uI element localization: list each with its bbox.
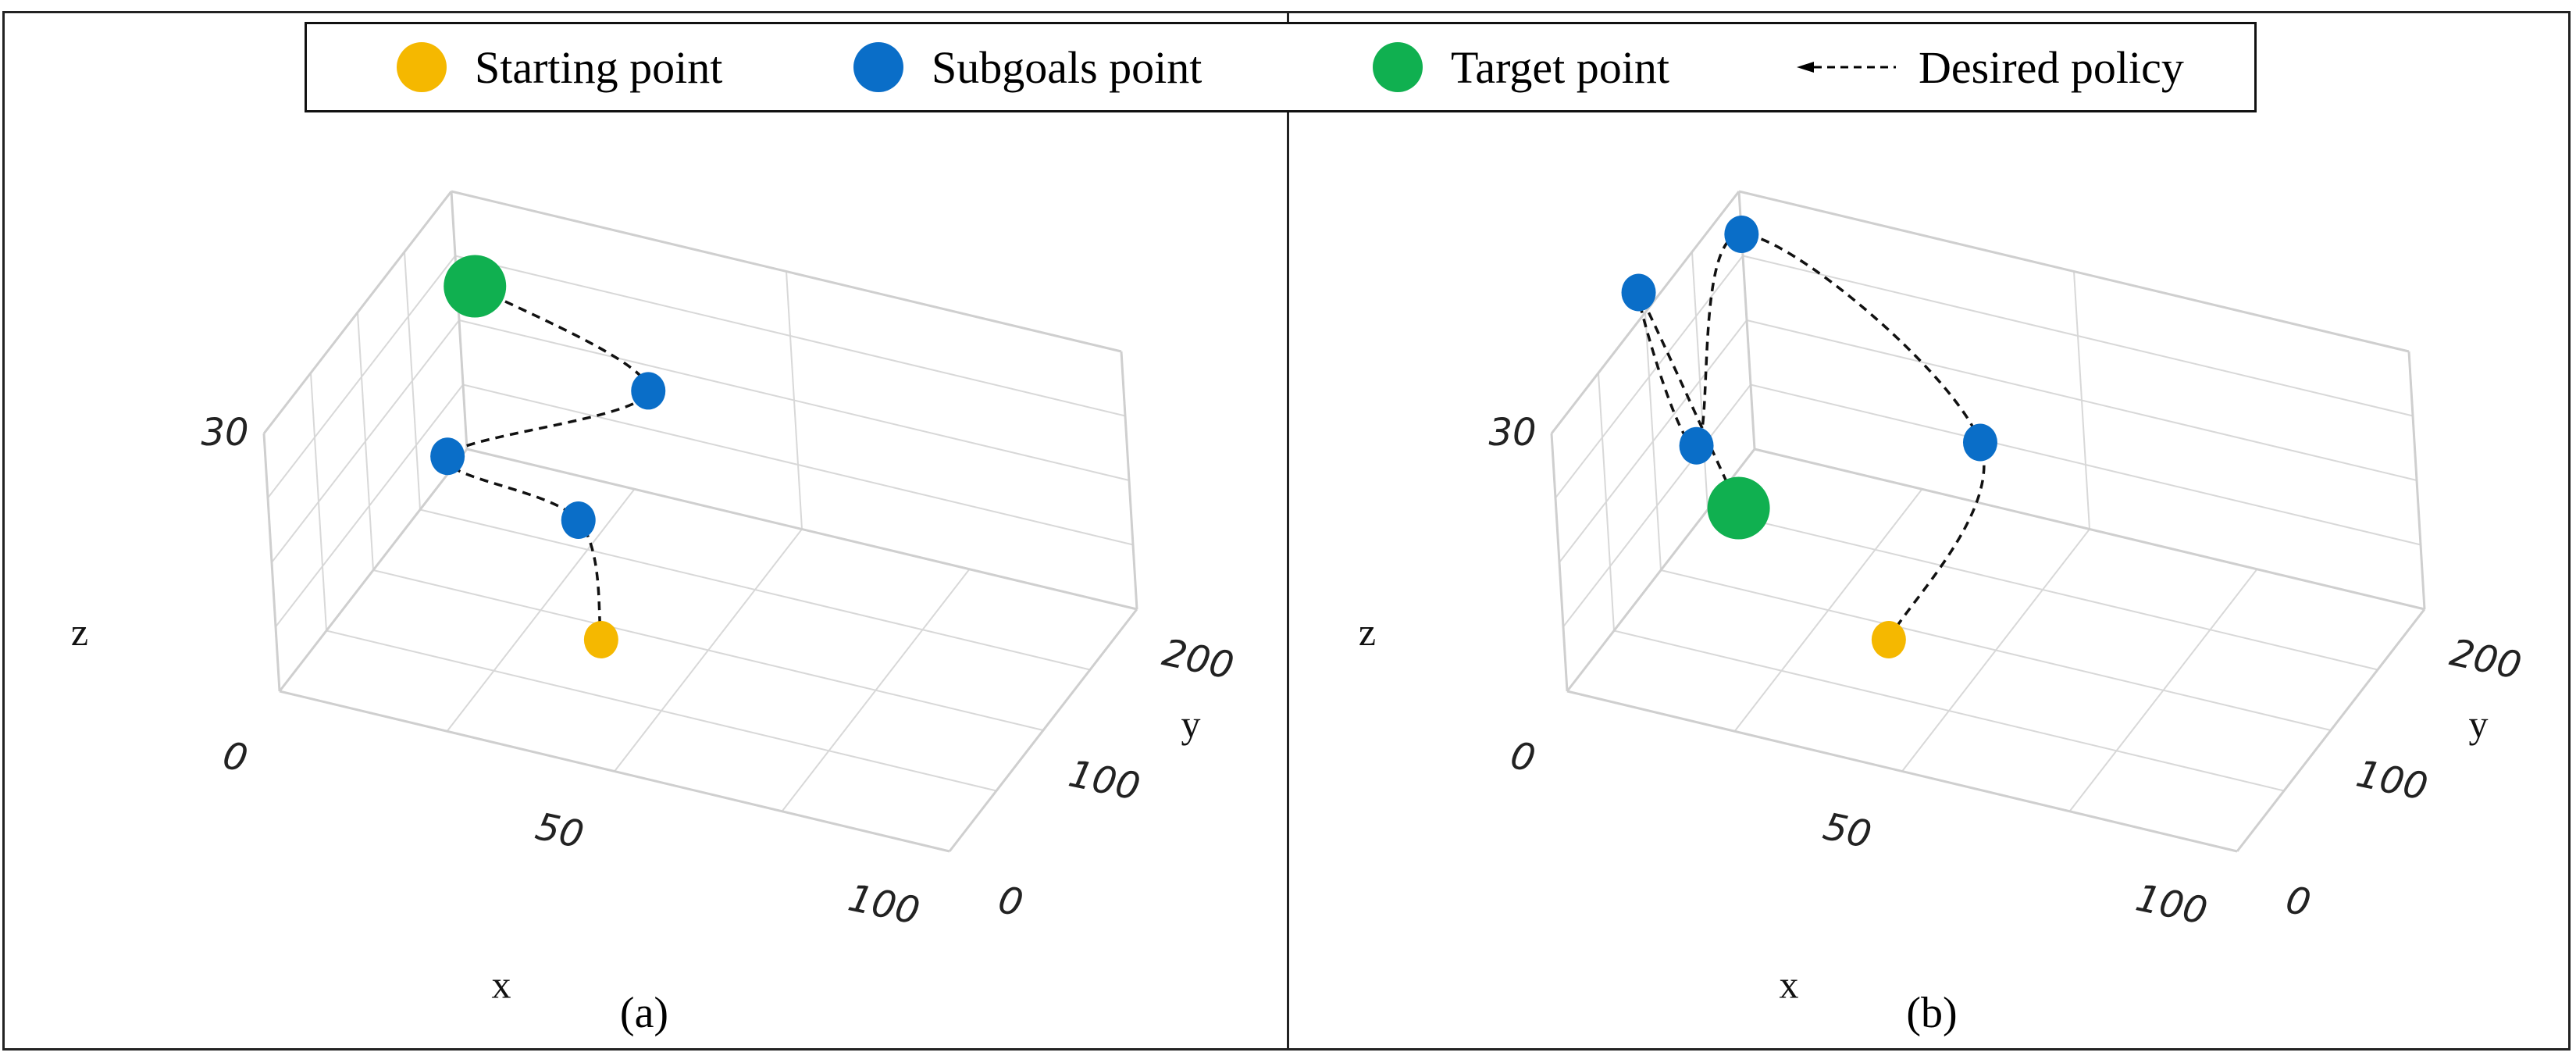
y-axis-label: y — [2469, 702, 2489, 746]
wall-gridline — [275, 383, 464, 628]
subgoal-point-marker — [1962, 423, 1997, 462]
start-point-icon — [397, 42, 447, 92]
z-tick-label: 30 — [1488, 411, 1536, 455]
y-tick-label: 100 — [2353, 751, 2432, 809]
subgoal-point-marker — [1724, 216, 1759, 253]
y-tick-label: 100 — [1065, 751, 1144, 809]
legend-item-subgoal: Subgoals point — [853, 24, 1202, 110]
subgoal-point-marker — [561, 501, 596, 539]
x-tick-label: 50 — [1819, 804, 1875, 857]
y-tick-label: 0 — [995, 878, 1028, 926]
wall-gridline — [1562, 383, 1751, 628]
wall-edge — [450, 191, 469, 450]
figure-frame — [2, 11, 2571, 1051]
wall-edge — [262, 191, 453, 434]
floor-edge — [278, 448, 469, 692]
legend-label-subgoal: Subgoals point — [932, 41, 1202, 93]
subgoal-point-marker — [430, 437, 465, 476]
legend-item-target: Target point — [1373, 24, 1669, 110]
y-axis-line — [948, 608, 1138, 852]
wall-edge — [1738, 190, 2410, 353]
legend-label-start: Starting point — [475, 41, 723, 93]
wall-gridline — [1559, 319, 1748, 563]
x-tick-label: 50 — [532, 804, 587, 857]
subgoal-point-icon — [853, 42, 903, 92]
x-tick-label: 0 — [1507, 733, 1540, 781]
wall-edge — [2407, 351, 2426, 610]
z-axis-label: z — [1359, 610, 1376, 654]
wall-edge — [1550, 191, 1740, 434]
target-point-marker — [444, 255, 507, 318]
y-tick-label: 0 — [2282, 878, 2315, 926]
legend-label-policy: Desired policy — [1919, 41, 2184, 93]
legend: Starting point Subgoals point Target poi… — [305, 22, 2257, 112]
wall-gridline — [267, 255, 456, 499]
panel-b-chart: 0 50 100 0 100 200 30 x y z (b) — [1359, 190, 2525, 1037]
wall-gridline — [462, 383, 1134, 546]
y-axis-line — [2236, 608, 2426, 852]
wall-gridline — [458, 319, 1130, 481]
target-point-marker — [1707, 476, 1770, 540]
legend-label-target: Target point — [1451, 41, 1669, 93]
axes-grid — [1550, 190, 2426, 853]
floor-gridline — [1707, 508, 2378, 671]
wall-gridline — [454, 255, 1126, 417]
axes-grid — [262, 190, 1138, 853]
x-axis-label: x — [1780, 963, 1799, 1007]
floor-edge — [466, 448, 1138, 611]
dashed-arrow-icon — [1797, 62, 1896, 73]
legend-item-policy: Desired policy — [1790, 24, 2184, 110]
x-tick-label: 100 — [844, 876, 923, 933]
y-tick-label: 200 — [1159, 630, 1238, 688]
z-axis-line — [1550, 433, 1569, 692]
legend-item-start: Starting point — [397, 24, 722, 110]
x-tick-label: 100 — [2132, 876, 2211, 933]
wall-gridline — [1746, 319, 2417, 481]
panel-divider — [1287, 11, 1289, 1051]
wall-gridline — [1750, 383, 2421, 546]
x-axis-line — [279, 690, 950, 853]
starting-point-marker — [1871, 621, 1906, 658]
z-axis-line — [262, 433, 281, 692]
x-axis-line — [1566, 690, 2238, 853]
floor-gridline — [1613, 630, 2285, 792]
subgoal-point-marker — [631, 372, 666, 410]
floor-gridline — [372, 569, 1044, 731]
wall-gridline — [271, 319, 460, 563]
y-tick-label: 200 — [2446, 630, 2525, 688]
subgoal-point-marker — [1621, 273, 1656, 312]
floor-gridline — [326, 630, 997, 792]
y-axis-label: y — [1181, 702, 1201, 746]
wall-gridline — [1555, 255, 1744, 499]
x-tick-label: 0 — [219, 733, 252, 781]
z-axis-label: z — [71, 610, 88, 654]
panel-caption: (a) — [620, 989, 668, 1037]
target-point-icon — [1373, 42, 1423, 92]
wall-edge — [451, 190, 1122, 353]
subgoal-point-marker — [1679, 426, 1714, 465]
x-axis-label: x — [492, 963, 511, 1007]
floor-gridline — [1660, 569, 2332, 731]
floor-gridline — [419, 508, 1091, 671]
policy-path — [445, 285, 650, 640]
wall-edge — [1120, 351, 1138, 610]
wall-gridline — [1742, 255, 2414, 417]
panel-a-chart: 0 50 100 0 100 200 30 x y z (a) — [71, 190, 1238, 1037]
panel-caption: (b) — [1906, 989, 1957, 1037]
starting-point-marker — [583, 621, 618, 658]
floor-edge — [1754, 448, 2425, 611]
z-tick-label: 30 — [201, 411, 248, 455]
